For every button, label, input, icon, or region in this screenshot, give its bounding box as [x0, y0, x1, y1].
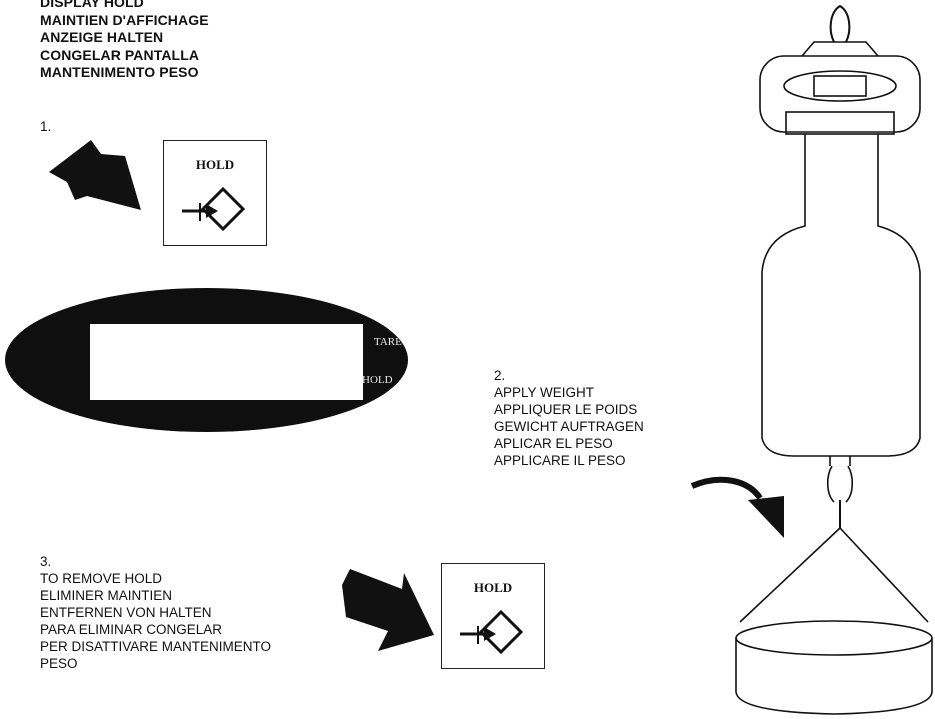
- hold-indicator-icon: [336, 374, 353, 388]
- step3-line: PER DISATTIVARE MANTENIMENTO: [40, 639, 272, 654]
- step2-line: APLICAR EL PESO: [494, 436, 613, 451]
- step2-line: APPLY WEIGHT: [494, 385, 595, 400]
- step3-line: PESO: [40, 656, 78, 671]
- hold-key[interactable]: HOLD: [441, 563, 545, 669]
- hanging-scale-illustration: [735, 4, 933, 715]
- step3-line: PARA ELIMINAR CONGELAR: [40, 622, 223, 637]
- title-line: ANZEIGE HALTEN: [40, 29, 164, 45]
- title-line: CONGELAR PANTALLA: [40, 46, 200, 63]
- title-line: MANTENIMENTO PESO: [40, 64, 199, 80]
- hold-key[interactable]: HOLD: [163, 140, 267, 246]
- hold-key-label: HOLD: [195, 157, 235, 172]
- step3-line: ELIMINER MAINTIEN: [40, 588, 173, 603]
- step2-line: GEWICHT AUFTRAGEN: [494, 419, 644, 434]
- display-panel: TARE HOLD: [5, 288, 408, 432]
- step2-text: 2. APPLY WEIGHT APPLIQUER LE POIDS GEWIC…: [494, 367, 644, 469]
- step2-number: 2.: [494, 368, 506, 383]
- hold-indicator-label: HOLD: [362, 374, 393, 386]
- pointer-arrow-icon: [49, 140, 141, 210]
- title-line: MAINTIEN D'AFFICHAGE: [40, 11, 209, 28]
- display-screen: [90, 324, 363, 400]
- step1-number: 1.: [40, 119, 52, 134]
- title-line: DISPLAY HOLD: [40, 0, 144, 10]
- step3-number: 3.: [40, 554, 52, 569]
- curved-arrow-icon: [690, 476, 784, 538]
- hold-diamond-arrow-icon: [460, 609, 524, 655]
- step2-line: APPLIQUER LE POIDS: [494, 402, 638, 417]
- step3-line: TO REMOVE HOLD: [40, 571, 163, 586]
- tare-label: TARE: [374, 336, 402, 348]
- pointer-arrow-icon: [342, 569, 434, 651]
- hold-diamond-arrow-icon: [182, 186, 246, 232]
- step3-text: 3. TO REMOVE HOLD ELIMINER MAINTIEN ENTF…: [40, 553, 271, 672]
- step3-line: ENTFERNEN VON HALTEN: [40, 605, 212, 620]
- step2-line: APPLICARE IL PESO: [494, 453, 626, 468]
- hold-key-label: HOLD: [473, 580, 513, 595]
- title-block: DISPLAY HOLD MAINTIEN D'AFFICHAGE ANZEIG…: [40, 0, 340, 82]
